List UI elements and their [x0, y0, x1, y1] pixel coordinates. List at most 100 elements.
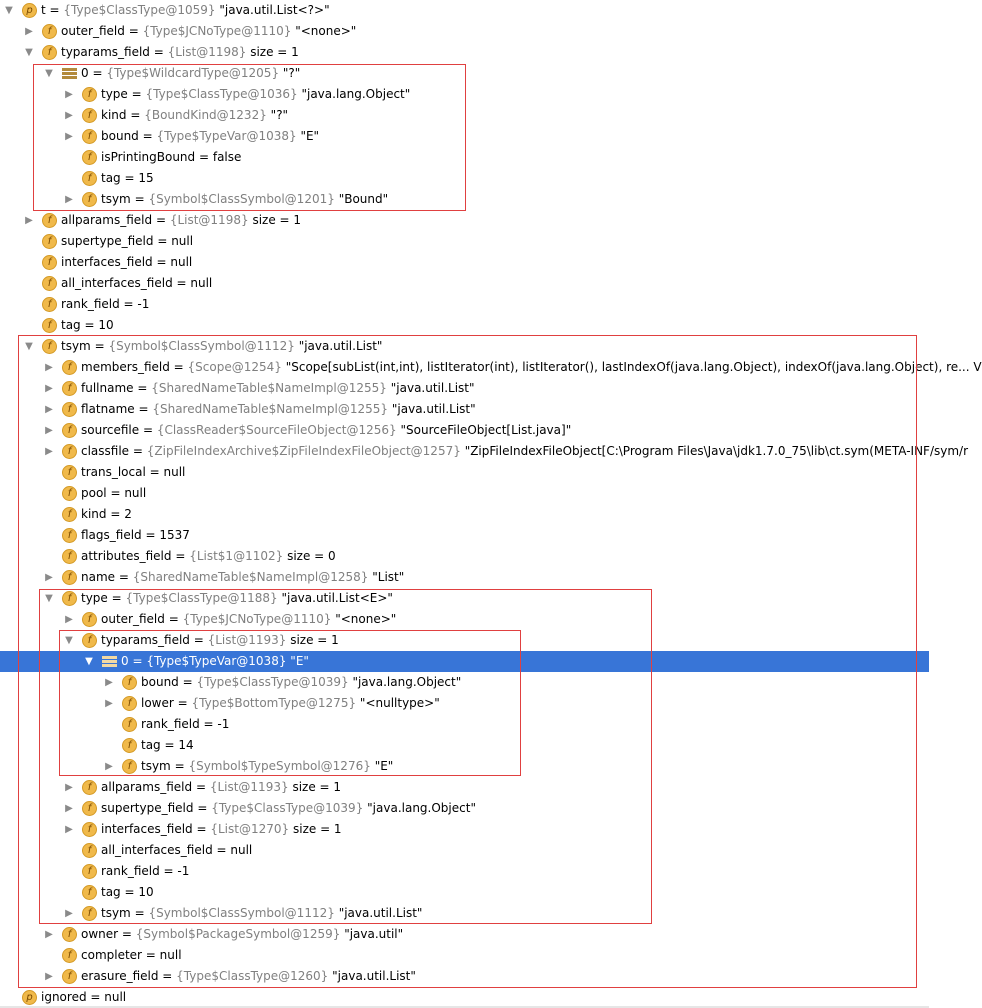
tree-row[interactable]: ▼ 0 = {Type$TypeVar@1038} "E" — [0, 651, 929, 672]
tree-row[interactable]: ▼0 = {Type$WildcardType@1205} "?" — [0, 63, 929, 84]
collapsed-arrow-icon[interactable]: ▶ — [65, 131, 73, 142]
collapsed-arrow-icon[interactable]: ▶ — [45, 404, 53, 415]
collapsed-arrow-icon[interactable]: ▶ — [65, 824, 73, 835]
expanded-arrow-icon[interactable]: ▼ — [65, 635, 73, 646]
field-icon: f — [82, 129, 97, 144]
equals-sign: = — [170, 759, 189, 773]
field-icon: f — [62, 444, 77, 459]
expanded-arrow-icon[interactable]: ▼ — [25, 341, 33, 352]
row-text: tag = 15 — [101, 168, 154, 189]
expanded-arrow-icon[interactable]: ▼ — [45, 68, 53, 79]
equals-sign: = — [130, 906, 149, 920]
row-text: classfile = {ZipFileIndexArchive$ZipFile… — [81, 441, 968, 462]
collapsed-arrow-icon[interactable]: ▶ — [105, 698, 113, 709]
collapsed-arrow-icon[interactable]: ▶ — [45, 572, 53, 583]
variable-value: null — [104, 990, 127, 1004]
row-text: rank_field = -1 — [101, 861, 189, 882]
collapsed-arrow-icon[interactable]: ▶ — [45, 929, 53, 940]
collapsed-arrow-icon[interactable]: ▶ — [65, 194, 73, 205]
object-reference: {List@1193} — [209, 780, 289, 794]
row-text: fullname = {SharedNameTable$NameImpl@125… — [81, 378, 475, 399]
collapsed-arrow-icon[interactable]: ▶ — [25, 26, 33, 37]
field-icon: f — [122, 738, 137, 753]
row-text: allparams_field = {List@1198} size = 1 — [61, 210, 301, 231]
collapsed-arrow-icon[interactable]: ▶ — [65, 89, 73, 100]
collapsed-arrow-icon[interactable]: ▶ — [45, 362, 53, 373]
collapsed-arrow-icon[interactable]: ▶ — [65, 614, 73, 625]
expanded-arrow-icon[interactable]: ▼ — [45, 593, 53, 604]
equals-sign: = — [153, 234, 172, 248]
tree-row[interactable]: ▶ f classfile = {ZipFileIndexArchive$ZipFi… — [0, 441, 968, 462]
object-reference: {Symbol$ClassSymbol@1112} — [148, 906, 335, 920]
object-reference: {Type$JCNoType@1110} — [142, 24, 292, 38]
collapsed-arrow-icon[interactable]: ▶ — [65, 803, 73, 814]
collapsed-arrow-icon[interactable]: ▶ — [45, 383, 53, 394]
collapsed-arrow-icon[interactable]: ▶ — [65, 908, 73, 919]
collapsed-arrow-icon[interactable]: ▶ — [45, 425, 53, 436]
collapsed-arrow-icon[interactable]: ▶ — [65, 110, 73, 121]
collapsed-arrow-icon[interactable]: ▶ — [105, 761, 113, 772]
expanded-arrow-icon[interactable]: ▼ — [5, 5, 13, 16]
variable-value: size = 1 — [250, 45, 299, 59]
expanded-arrow-icon[interactable]: ▼ — [25, 47, 33, 58]
collapsed-arrow-icon[interactable]: ▶ — [45, 446, 53, 457]
field-icon: f — [82, 885, 97, 900]
collapsed-arrow-icon[interactable]: ▶ — [45, 971, 53, 982]
collapsed-arrow-icon[interactable]: ▶ — [65, 782, 73, 793]
variable-name: supertype_field — [101, 801, 194, 815]
row-text: 0 = {Type$TypeVar@1038} "E" — [121, 651, 309, 672]
variable-value: size = 0 — [287, 549, 336, 563]
collapsed-arrow-icon[interactable]: ▶ — [25, 215, 33, 226]
variable-value: "java.lang.Object" — [352, 675, 462, 689]
collapsed-arrow-icon[interactable]: ▶ — [105, 677, 113, 688]
row-text: bound = {Type$ClassType@1039} "java.lang… — [141, 672, 461, 693]
expanded-arrow-icon[interactable]: ▼ — [85, 656, 93, 667]
variable-value: "java.util.List<?>" — [219, 3, 330, 17]
